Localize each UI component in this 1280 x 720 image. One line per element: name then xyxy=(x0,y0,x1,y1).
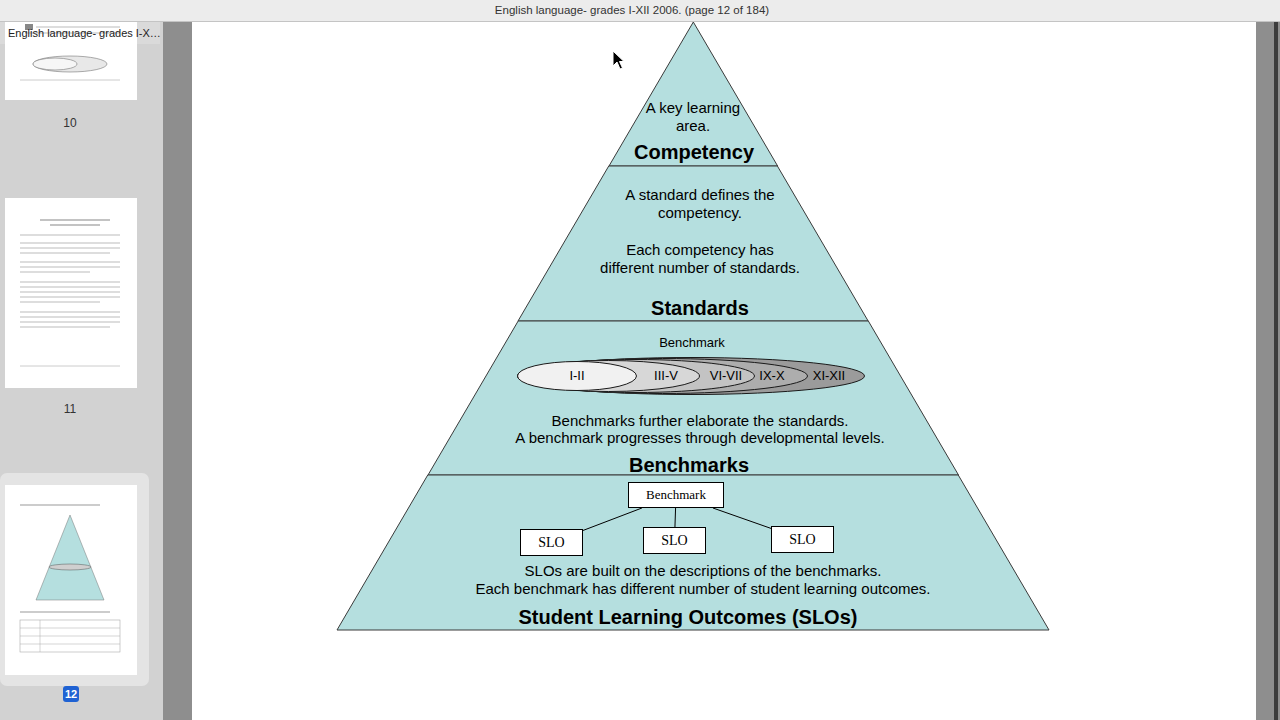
pdf-page xyxy=(192,22,1256,720)
page-number: 10 xyxy=(55,116,85,130)
selection-highlight xyxy=(0,473,149,686)
window-title: English language- grades I-XII 2006. (pa… xyxy=(382,3,882,17)
thumbnail-line xyxy=(20,612,110,613)
thumbnail-page xyxy=(5,198,137,388)
box-label: Benchmark xyxy=(630,487,722,503)
thumbnail-line xyxy=(20,272,90,273)
slo-box: SLO xyxy=(520,529,583,556)
thumbnail-table xyxy=(20,620,120,652)
band-description: A standard defines the competency. xyxy=(600,186,800,222)
thumbnail-ellipse xyxy=(33,58,77,70)
ellipse-shape xyxy=(517,362,636,391)
level-ellipse: IX-XVI-VII III-V I-II xyxy=(517,358,808,394)
thumbnail-line xyxy=(20,366,120,367)
level-ellipse: III-V I-II xyxy=(517,360,700,392)
ellipse-shape xyxy=(517,360,754,393)
thumbnail-line xyxy=(20,327,110,328)
band-heading: Competency xyxy=(604,140,784,164)
thumbnail-line xyxy=(20,636,120,637)
thumbnail-line xyxy=(20,644,120,645)
thumbnail-line xyxy=(20,80,120,81)
ellipse-shape xyxy=(517,359,807,394)
thumbnail-line xyxy=(50,224,100,225)
thumbnail-pyramid xyxy=(36,515,104,600)
thumbnail-page xyxy=(5,198,137,388)
sidebar xyxy=(0,22,163,720)
band-description: A key learning area. xyxy=(638,99,748,135)
ellipse-shape xyxy=(517,358,864,395)
level-ellipse: I-II xyxy=(517,361,637,391)
thumbnail-line xyxy=(20,628,120,629)
thumbnail-line xyxy=(20,297,120,298)
mouse-cursor xyxy=(613,51,624,69)
band-heading: Benchmarks xyxy=(599,453,779,477)
title-bar-border xyxy=(0,21,1280,22)
sidebar-tab-label: English language- grades I-X… xyxy=(8,26,158,40)
band-heading: Student Learning Outcomes (SLOs) xyxy=(478,605,898,629)
level-ellipse: VI-VII III-V I-II xyxy=(517,359,755,393)
thumbnail-line xyxy=(20,267,120,268)
scrollbar xyxy=(1274,22,1278,720)
connector-line xyxy=(583,508,642,530)
page-badge xyxy=(63,686,79,702)
grade-level: VI-VII xyxy=(700,368,752,384)
grade-level: III-V xyxy=(640,368,692,384)
band-heading: Standards xyxy=(610,296,790,320)
thumbnail-ellipse xyxy=(49,564,91,570)
page-number: 12 xyxy=(63,687,79,701)
band-description: Each competency has different number of … xyxy=(600,241,800,277)
band-description: SLOs are built on the descriptions of th… xyxy=(403,562,1003,580)
band-shape xyxy=(428,321,958,475)
slo-box: SLO xyxy=(771,526,834,553)
level-ellipse: XI-XII IX-XVI-VII III-V I-II xyxy=(517,357,865,395)
band-description: Benchmarks further elaborate the standar… xyxy=(440,412,960,430)
title-bar xyxy=(0,0,1280,22)
pyramid-band: A standard defines the competency. Each c… xyxy=(518,166,868,321)
grade-level: IX-X xyxy=(749,368,795,384)
thumbnail-line xyxy=(20,243,120,244)
thumbnail-line xyxy=(20,322,120,323)
thumbnail-page xyxy=(5,485,137,675)
connector-line xyxy=(674,508,676,527)
thumbnail-line xyxy=(20,312,120,313)
thumbnail-page xyxy=(5,485,137,675)
band-description: A benchmark progresses through developme… xyxy=(440,429,960,447)
benchmark-box: Benchmark xyxy=(628,482,724,508)
thumbnail-line xyxy=(20,505,100,506)
ellipse-shape xyxy=(517,361,699,392)
box-label: SLO xyxy=(645,533,705,549)
box-label: SLO xyxy=(522,535,582,551)
connector-line xyxy=(713,508,771,528)
thumbnail-line xyxy=(20,292,120,293)
band-shape xyxy=(518,166,868,321)
thumbnail-line xyxy=(20,302,100,303)
pyramid-band: SLOs are built on the descriptions of th… xyxy=(337,475,1049,630)
page-number: 11 xyxy=(55,402,85,416)
slo-box: SLO xyxy=(643,527,706,554)
pyramid-band: A key learning area.Competency xyxy=(609,22,778,166)
band-description: Each benchmark has different number of s… xyxy=(403,580,1003,598)
thumbnail-line xyxy=(40,620,41,652)
thumbnail-line xyxy=(20,248,120,249)
thumbnail-line xyxy=(20,317,120,318)
grade-level: XI-XII xyxy=(801,368,857,384)
thumbnail-line xyxy=(20,235,120,236)
box-label: SLO xyxy=(773,532,833,548)
thumbnail-line xyxy=(40,219,110,220)
thumbnail-line xyxy=(20,253,110,254)
band-shape xyxy=(337,475,1049,630)
thumbnail-ellipse xyxy=(33,56,107,72)
thumbnail-line xyxy=(20,287,120,288)
thumbnail-line xyxy=(20,282,120,283)
grade-level: I-II xyxy=(555,368,599,384)
ellipse-group-label: Benchmark xyxy=(642,336,742,350)
thumbnail-line xyxy=(20,262,120,263)
